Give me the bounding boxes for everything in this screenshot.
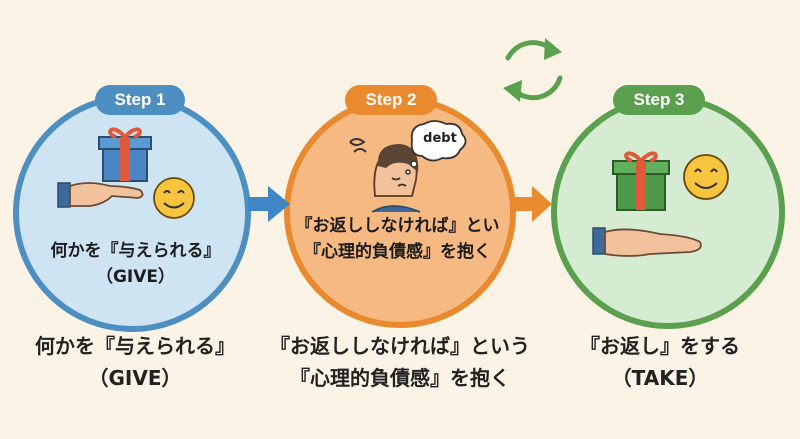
arrow-step2-to-step3 [512,186,552,222]
hand-icon [57,182,144,208]
thought-bubble-text: debt [423,131,457,146]
worried-person-icon [349,138,421,213]
step2-inner-line2: 『心理的負債感』を抱く [304,242,491,262]
smile-face-icon [153,177,195,219]
step3-caption-line1: 『お返し』をする [580,334,740,358]
step1-caption-line1: 何かを『与えられる』 [35,334,235,358]
step3-circle [551,95,785,329]
hand-icon-step3 [592,227,702,257]
step2-caption: 『お返ししなければ』という 『心理的負債感』を抱く [265,330,535,394]
step2-inner-label: 『お返ししなければ』とい 『心理的負債感』を抱く [290,213,505,265]
step2-badge: Step 2 [345,85,437,115]
step1-inner-label: 何かを『与えられる』 （GIVE） [28,238,243,290]
step2-caption-line1: 『お返ししなければ』という [270,334,530,358]
cycle-arrows-icon [503,38,563,102]
gift-icon [98,127,152,182]
step1-badge: Step 1 [95,85,185,115]
step3-badge: Step 3 [613,85,705,115]
step2-caption-line2: 『心理的負債感』を抱く [290,366,510,390]
gift-icon-step3 [612,151,670,211]
smile-face-icon-step3 [683,154,729,200]
step1-caption-line2: （GIVE） [88,366,182,390]
arrow-step1-to-step2 [248,186,290,222]
step2-inner-line1: 『お返ししなければ』とい [295,216,500,236]
step3-caption: 『お返し』をする （TAKE） [545,330,775,394]
step1-inner-line2: （GIVE） [95,267,176,287]
step1-inner-line1: 何かを『与えられる』 [50,241,221,261]
step3-caption-line2: （TAKE） [611,366,709,390]
step1-caption: 何かを『与えられる』 （GIVE） [20,330,250,394]
thought-bubble-icon [405,120,467,175]
